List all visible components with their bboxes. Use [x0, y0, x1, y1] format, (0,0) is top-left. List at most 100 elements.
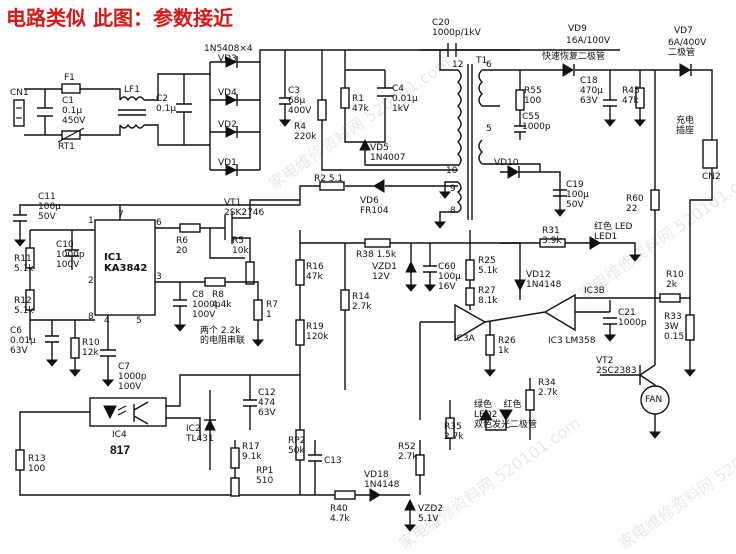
vd6-diode: [373, 179, 385, 193]
label-cn2: CN2: [702, 172, 721, 182]
label-r19: R19 120k: [306, 322, 329, 342]
led1: [589, 236, 601, 250]
label-r11: R11 5.1k: [14, 254, 34, 274]
r33-resistor: [685, 314, 695, 341]
label-r35: R35 2.7k: [444, 422, 464, 442]
label-c2: C2 0.1μ: [156, 94, 177, 114]
label-c60: C60 100μ 16V: [438, 262, 461, 292]
vzd2-zener: [404, 498, 416, 511]
c18-capacitor: [603, 70, 617, 120]
label-c11: C11 100μ 50V: [38, 192, 61, 222]
label-r6: R6 20: [176, 236, 188, 256]
c7-capacitor: [100, 315, 116, 380]
label-r45: R45 47k: [622, 86, 640, 106]
c19-capacitor: [553, 189, 567, 197]
r27-resistor: [465, 287, 475, 306]
cn1-connector: [13, 99, 25, 127]
label-c3: C3 68μ 400V: [288, 86, 312, 116]
label-r13: R13 100: [28, 454, 46, 474]
label-vd12: VD12 1N4148: [526, 270, 562, 290]
label-vd9-rating: 16A/100V: [566, 36, 610, 46]
label-t6: 6: [486, 60, 492, 70]
label-c12: C12 474 63V: [258, 388, 276, 418]
label-vd6: VD6 FR104: [360, 196, 389, 216]
label-ic3a: IC3A: [454, 334, 475, 344]
label-r10b: R10 2k: [666, 270, 684, 290]
r60-resistor: [650, 189, 660, 211]
label-r10: R10 12k: [82, 338, 100, 358]
label-vd4: VD4: [218, 88, 237, 98]
label-c7: C7 1000p 100V: [118, 362, 147, 392]
label-c20: C20 1000p/1kV: [432, 18, 481, 38]
r5-resistor: [245, 261, 255, 285]
r6-resistor: [179, 223, 201, 233]
r10b-resistor: [659, 293, 681, 303]
label-c8: C8 1000p 100V: [192, 290, 221, 320]
c13-capacitor: [308, 440, 322, 495]
r19-resistor: [295, 319, 305, 346]
label-pin8: 8: [88, 312, 94, 322]
label-r14: R14 2.7k: [352, 292, 372, 312]
label-r26: R26 1k: [498, 336, 516, 356]
label-t1: T1: [476, 56, 488, 66]
c2-capacitor: [176, 74, 192, 145]
label-rp2: RP2 50k: [288, 436, 306, 456]
label-t9: 9: [450, 184, 456, 194]
c1-capacitor: [37, 107, 53, 117]
label-c55: C55 1000p: [522, 112, 551, 132]
c4-capacitor: [377, 87, 393, 97]
label-r16: R16 47k: [306, 262, 324, 282]
label-c19: C19 100μ 50V: [566, 180, 589, 210]
c20-capacitor: [420, 43, 520, 57]
c8-capacitor: [173, 282, 187, 325]
label-r38: R38 1.5k: [356, 250, 397, 260]
label-t5: 5: [486, 124, 492, 134]
led2-bicolor: [479, 409, 513, 431]
r31-resistor: [539, 238, 566, 248]
label-fan: FAN: [645, 395, 663, 405]
r10-resistor: [70, 337, 80, 359]
r7-resistor: [253, 299, 263, 321]
r13-resistor: [15, 449, 25, 471]
label-pin2: 2: [88, 276, 94, 286]
lf1-choke: [118, 73, 184, 146]
vd18-diode: [369, 488, 381, 502]
label-lf1: LF1: [124, 85, 140, 95]
label-r17: R17 9.1k: [242, 442, 262, 462]
vd9-diode: [562, 63, 574, 77]
label-t8: 8: [450, 206, 456, 216]
label-ic3b: IC3B: [584, 286, 605, 296]
label-c13: C13: [324, 456, 342, 466]
label-vd1: VD1: [218, 158, 237, 168]
ic3b-opamp: [543, 293, 576, 332]
label-t12: 12: [452, 60, 464, 70]
ic2-tl431: [204, 418, 216, 431]
label-r31: R31 3.9k: [542, 226, 562, 246]
r4-resistor: [317, 99, 327, 121]
label-c1: C1 0.1μ 450V: [62, 96, 86, 126]
r14-resistor: [340, 289, 350, 311]
label-r55: R55 100: [524, 86, 542, 106]
r34-resistor: [525, 389, 535, 411]
label-vd18: VD18 1N4148: [364, 470, 400, 490]
label-vt2: VT2 2SC2383: [596, 356, 637, 376]
label-ic2: IC2 TL431: [186, 424, 214, 444]
label-r7: R7 1: [266, 300, 278, 320]
r38-resistor: [364, 238, 391, 248]
label-optocoupler-model: 817: [110, 443, 131, 457]
label-vzd1: VZD1 12V: [372, 262, 397, 282]
label-r4: R4 220k: [294, 122, 317, 142]
label-r34: R34 2.7k: [538, 378, 558, 398]
r25-resistor: [465, 259, 475, 281]
label-t10: 10: [446, 166, 458, 176]
label-r2: R2 5.1: [314, 174, 344, 184]
label-pin5: 5: [136, 316, 142, 326]
label-bridge: 1N5408×4: [204, 44, 253, 54]
label-r8: R8 4.4k: [212, 290, 232, 310]
label-vd7: VD7: [674, 26, 693, 36]
r16-resistor: [295, 259, 305, 286]
r35-resistor: [445, 417, 455, 439]
vd12-diode: [514, 279, 526, 292]
vt1-mosfet: [209, 199, 300, 285]
